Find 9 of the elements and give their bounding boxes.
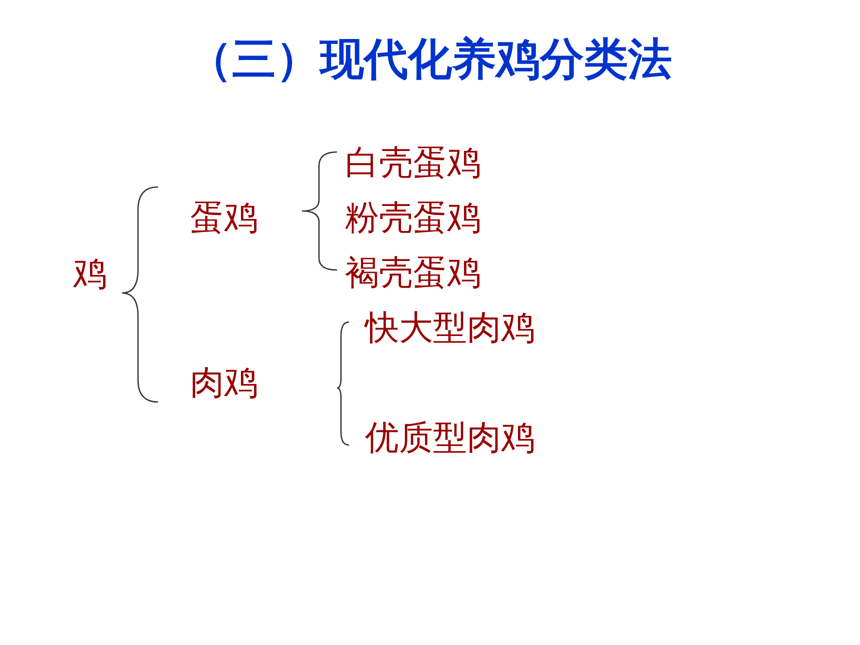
category-label: 快大型肉鸡 xyxy=(365,308,535,348)
category-label: 蛋鸡 xyxy=(190,198,258,238)
category-label: 鸡 xyxy=(73,254,107,294)
category-label: 褐壳蛋鸡 xyxy=(345,253,481,293)
category-label: 肉鸡 xyxy=(190,363,258,403)
category-label: 粉壳蛋鸡 xyxy=(345,198,481,238)
category-label: 白壳蛋鸡 xyxy=(345,143,481,183)
title: （三）现代化养鸡分类法 xyxy=(187,33,673,87)
category-label: 优质型肉鸡 xyxy=(365,418,535,458)
